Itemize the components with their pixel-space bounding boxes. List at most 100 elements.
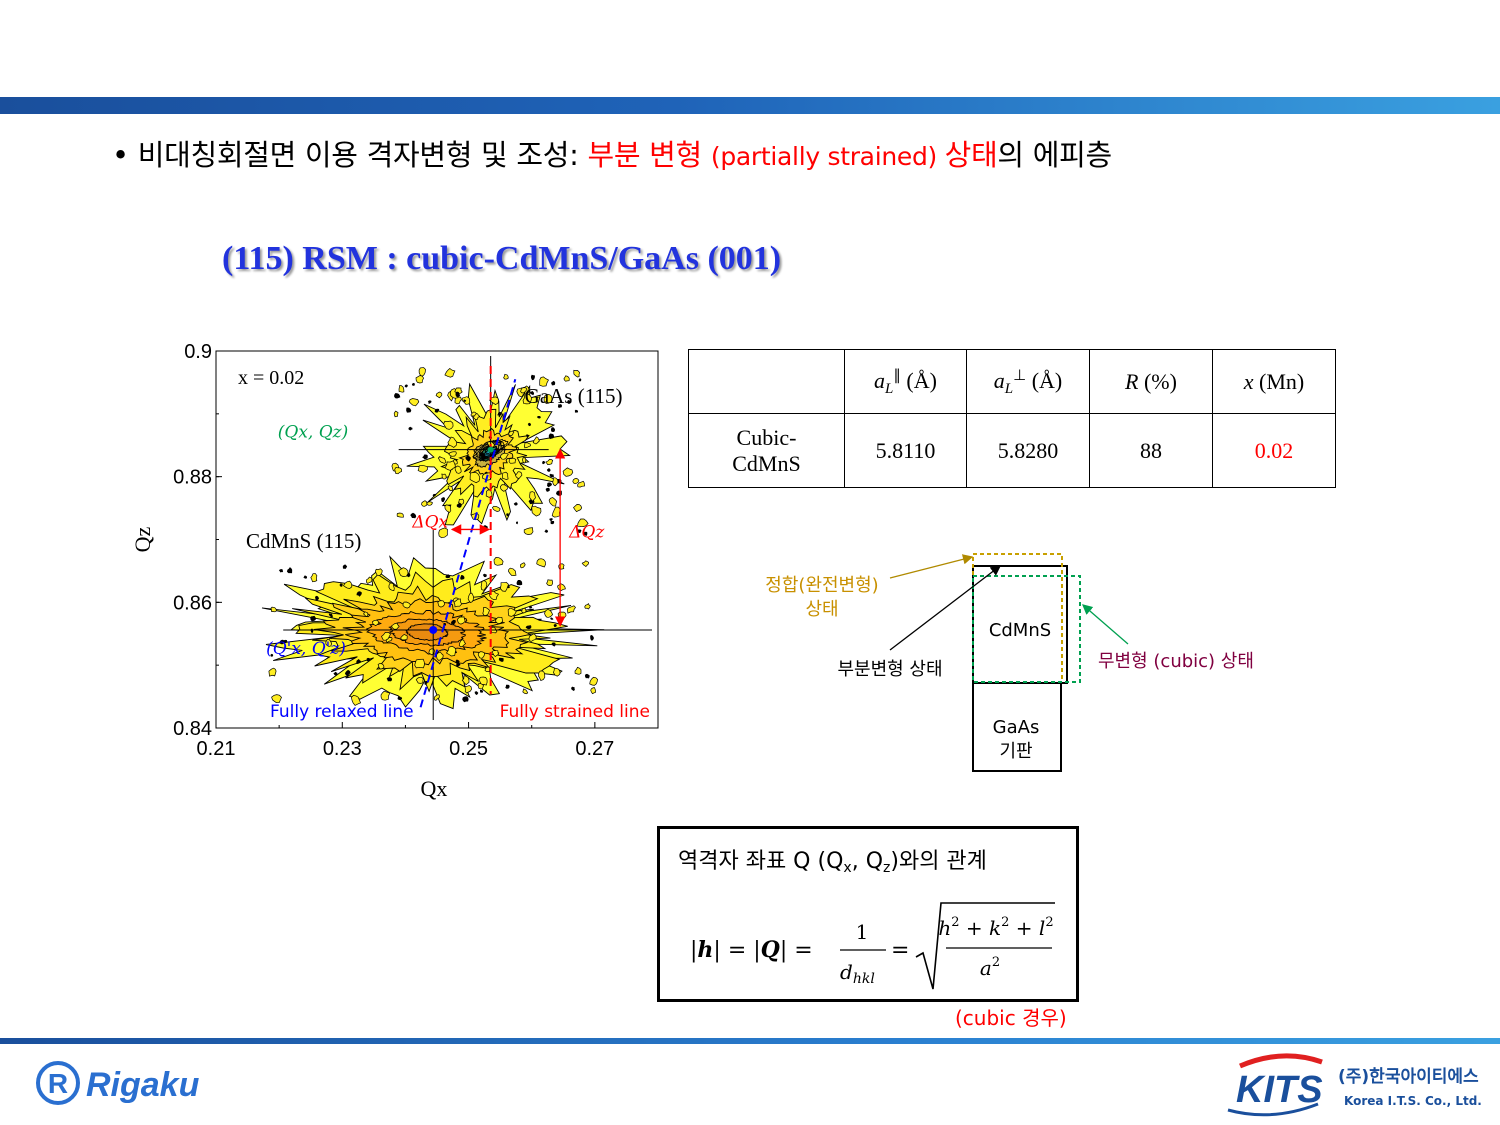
noise-speckle: [546, 468, 551, 472]
noise-speckle: [538, 670, 546, 682]
noise-speckle: [584, 673, 590, 679]
noise-speckle: [491, 650, 499, 657]
noise-speckle: [394, 467, 402, 475]
noise-speckle: [437, 600, 445, 608]
noise-speckle: [356, 591, 362, 597]
kits-logo: KITS (주)한국아이티에스 Korea I.T.S. Co., Ltd.: [1227, 1053, 1482, 1117]
noise-speckle: [350, 694, 362, 706]
cdmns-label: CdMnS: [989, 620, 1051, 641]
noise-speckle: [526, 434, 529, 438]
noise-speckle: [377, 663, 385, 670]
noise-speckle: [396, 512, 404, 518]
noise-speckle: [523, 527, 534, 535]
noise-speckle: [482, 525, 488, 530]
table-row-label: Cubic-CdMnS: [688, 413, 845, 488]
noise-speckle: [454, 465, 462, 474]
noise-speckle: [550, 427, 555, 432]
noise-speckle: [520, 387, 528, 394]
noise-speckle: [437, 456, 447, 464]
noise-speckle: [415, 375, 425, 384]
noise-speckle: [460, 575, 465, 580]
annot-qx-qz-prime: (Q'x, Q'z): [266, 639, 346, 659]
matched-arrow: [889, 554, 974, 579]
noise-speckle: [310, 573, 318, 583]
noise-speckle: [462, 696, 469, 703]
noise-speckle: [498, 657, 504, 662]
noise-speckle: [325, 638, 333, 647]
noise-speckle: [363, 611, 369, 618]
noise-speckle: [557, 583, 566, 591]
noise-speckle: [427, 400, 432, 404]
noise-speckle: [590, 635, 594, 641]
noise-speckle: [508, 457, 517, 464]
partial-arrow: [889, 565, 1002, 651]
noise-speckle: [522, 393, 533, 405]
y-tick-label: 0.88: [173, 467, 212, 489]
noise-speckle: [366, 576, 373, 584]
noise-speckle: [456, 662, 461, 667]
noise-speckle: [397, 696, 403, 701]
y-tick-label: 0.84: [173, 718, 212, 740]
noise-speckle: [380, 690, 391, 701]
gaas-contour-ring: [472, 438, 509, 461]
noise-speckle: [438, 527, 448, 539]
noise-speckle: [458, 639, 467, 648]
noise-speckle: [557, 611, 567, 619]
noise-speckle: [548, 497, 558, 507]
noise-speckle: [589, 676, 598, 686]
noise-speckle: [503, 373, 509, 380]
noise-speckle: [583, 531, 588, 536]
noise-speckle: [551, 506, 561, 518]
noise-speckle: [550, 520, 555, 525]
noise-speckle: [303, 575, 308, 579]
noise-speckle: [545, 487, 550, 492]
noise-speckle: [499, 484, 509, 492]
noise-speckle: [339, 583, 343, 587]
noise-speckle: [529, 390, 535, 396]
noise-speckle: [456, 502, 462, 508]
noise-speckle: [532, 436, 540, 445]
kits-korean-name: (주)한국아이티에스: [1338, 1067, 1479, 1087]
matched-state-box: [972, 553, 1063, 683]
noise-speckle: [577, 480, 585, 488]
noise-speckle: [450, 619, 456, 625]
noise-speckle: [426, 501, 433, 506]
noise-speckle: [391, 622, 400, 630]
noise-speckle: [547, 482, 553, 488]
noise-speckle: [574, 409, 579, 413]
noise-speckle: [455, 659, 460, 663]
noise-speckle: [584, 603, 591, 610]
cdmns-contour: [405, 623, 449, 641]
noise-speckle: [414, 658, 425, 669]
noise-speckle: [529, 605, 533, 609]
kits-english-name: Korea I.T.S. Co., Ltd.: [1344, 1094, 1482, 1108]
noise-speckle: [477, 682, 485, 690]
bullet-text: • 비대칭회절면 이용 격자변형 및 조성: 부분 변형 (partially …: [112, 138, 1112, 172]
table-cell: 5.8280: [966, 413, 1090, 488]
gaas-contour-ring: [475, 440, 505, 459]
noise-speckle: [499, 581, 509, 592]
noise-speckle: [485, 489, 493, 499]
svg-text:|h| = |Q| =: |h| = |Q| =: [690, 937, 813, 963]
noise-speckle: [402, 601, 411, 609]
noise-speckle: [550, 617, 554, 620]
annot-delta-qz: ΔQz: [568, 522, 605, 542]
noise-speckle: [436, 651, 444, 662]
gaas-peak-point: [487, 446, 494, 453]
footer-bar: [0, 1038, 1500, 1044]
table-cell: 88: [1089, 413, 1213, 488]
noise-speckle: [524, 442, 531, 449]
noise-speckle: [525, 625, 532, 630]
noise-speckle: [406, 407, 412, 413]
matched-label-2: 상태: [805, 599, 838, 620]
noise-speckle: [573, 369, 581, 378]
noise-speckle: [279, 639, 285, 645]
noise-speckle: [400, 633, 408, 641]
noise-speckle: [516, 521, 518, 525]
noise-speckle: [375, 568, 383, 576]
noise-speckle: [463, 399, 467, 402]
noise-speckle: [372, 619, 380, 627]
noise-speckle: [422, 454, 428, 460]
svg-text:dhkl: dhkl: [840, 960, 875, 987]
noise-speckle: [553, 623, 557, 627]
